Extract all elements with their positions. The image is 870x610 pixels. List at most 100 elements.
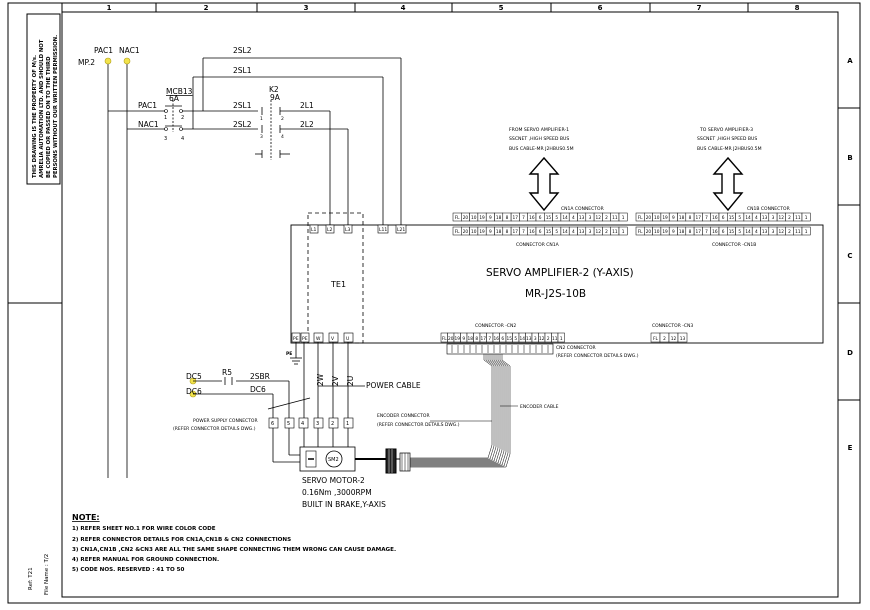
connector-pin-label: 17 xyxy=(696,215,702,221)
connector-pin-label: FL xyxy=(442,336,447,342)
connector-pin-label: 17 xyxy=(696,229,702,235)
svg-text:TO SERVO AMPLIFIER-3: TO SERVO AMPLIFIER-3 xyxy=(699,127,753,133)
connector-pin-label: 8 xyxy=(689,229,692,235)
te-terminal: L3 xyxy=(345,227,351,233)
connector-pin-label: 15 xyxy=(546,229,552,235)
column-labels: 1 2 3 4 5 6 7 8 xyxy=(107,4,800,12)
row-label: C xyxy=(847,252,852,260)
cn1b-to-note: TO SERVO AMPLIFIER-3 SSCNET ,HIGH SPEED … xyxy=(697,127,762,152)
svg-text:SSCNET ,HIGH SPEED BUS: SSCNET ,HIGH SPEED BUS xyxy=(697,136,757,142)
connector-pin-label: 17 xyxy=(513,215,519,221)
r5-label: R5 xyxy=(222,368,232,377)
connector-pin-label: FL xyxy=(455,229,460,235)
connector-pin-label: 15 xyxy=(546,215,552,221)
connector-pin-label: FL xyxy=(653,336,658,342)
psc-title: POWER SUPPLY CONNECTOR xyxy=(193,418,258,424)
contactor-name: K2 xyxy=(269,85,279,94)
connector-pin-label: 5 xyxy=(555,215,558,221)
connector-pin-label: 6 xyxy=(539,215,542,221)
connector-pin-label: 3 xyxy=(534,336,537,342)
sm-label: SM2 xyxy=(328,457,339,463)
connector-pin-label: 2 xyxy=(547,336,550,342)
amplifier-model: MR-J2S-10B xyxy=(525,288,586,300)
connector-pin-label: 9 xyxy=(462,336,465,342)
mcb-pin: 3 xyxy=(164,136,167,142)
svg-text:BUS CABLE-MR J2HBUS0.5M: BUS CABLE-MR J2HBUS0.5M xyxy=(697,146,762,152)
ref-label: Ref: T21 xyxy=(28,567,34,590)
connector-pin-label: 19 xyxy=(479,229,485,235)
connector-pin-label: 3 xyxy=(589,229,592,235)
amp-terminal: U xyxy=(346,336,349,342)
row-label: D xyxy=(847,349,853,357)
cn1a-header: CN1A CONNECTOR xyxy=(561,206,604,212)
connector-pin-label: 2 xyxy=(605,229,608,235)
svg-text:SSCNET ,HIGH SPEED BUS: SSCNET ,HIGH SPEED BUS xyxy=(509,136,569,142)
connector-pin-label: FL xyxy=(638,229,643,235)
connector-pin-label: 14 xyxy=(745,229,751,235)
connector-pin-label: 7 xyxy=(488,336,491,342)
connector-pin-label: 15 xyxy=(507,336,513,342)
connector-pin-label: 6 xyxy=(501,336,504,342)
connector-pin-label: 13 xyxy=(762,215,768,221)
connector-pin-label: 13 xyxy=(762,229,768,235)
connector-pin-label: 14 xyxy=(562,215,568,221)
connector-pin-label: 2 xyxy=(788,215,791,221)
motor-spec: 0.16Nm ,3000RPM xyxy=(302,488,372,497)
psc-terminal: 5 xyxy=(287,421,290,427)
connector-pin-label: 13 xyxy=(579,215,585,221)
row-label: A xyxy=(847,57,853,65)
connector-pin-label: 14 xyxy=(562,229,568,235)
connector-pin-label: 16 xyxy=(712,229,718,235)
connector-pin-label: 2 xyxy=(605,215,608,221)
connector-pin-label: 7 xyxy=(705,215,708,221)
connector-pin-label: 12 xyxy=(539,336,545,342)
connector-pin-label: 11 xyxy=(612,229,618,235)
connector-pin-label: 19 xyxy=(662,215,668,221)
connector-pin-label: 4 xyxy=(572,215,575,221)
connector-pin-label: 4 xyxy=(755,229,758,235)
connector-pin-label: 8 xyxy=(689,215,692,221)
encoder-connector-plug xyxy=(355,448,411,474)
wire-2l2: 2L2 xyxy=(300,120,314,129)
connector-pin-label: 20 xyxy=(463,229,469,235)
connector-pin-label: 15 xyxy=(729,229,735,235)
connector-pin-label: 3 xyxy=(772,215,775,221)
connector-pin-label: 8 xyxy=(506,215,509,221)
encoder-connector-label: ENCODER CONNECTOR xyxy=(377,413,430,419)
svg-text:FROM SERVO AMPLIFIER-1: FROM SERVO AMPLIFIER-1 xyxy=(509,127,569,133)
te1-label: TE1 xyxy=(330,280,346,289)
cn1b-header: CN1B CONNECTOR xyxy=(747,206,790,212)
connector-pin-label: 20 xyxy=(463,215,469,221)
connector-pin-label: 19 xyxy=(662,229,668,235)
connector-pin-label: 1 xyxy=(622,229,625,235)
notice-line: PERSONS WITHOUT OUR WRITTEN PERMISSION. xyxy=(53,35,59,178)
col-label: 6 xyxy=(598,4,603,12)
connector-pin-label: 5 xyxy=(514,336,517,342)
wire-2sbr: 2SBR xyxy=(250,372,270,381)
mp-label: MP.2 xyxy=(78,58,95,67)
col-label: 3 xyxy=(304,4,309,12)
motor-wiring xyxy=(193,342,365,463)
connector-pin-label: 16 xyxy=(712,215,718,221)
connector-pin-label: 10 xyxy=(471,229,477,235)
ground-symbol xyxy=(290,342,302,365)
connector-pin-label: 4 xyxy=(572,229,575,235)
nac1-label: NAC1 xyxy=(119,46,140,55)
connector-pin-label: FL xyxy=(455,215,460,221)
connector-pin-label: 12 xyxy=(671,336,677,342)
mcb-name: MCB13 xyxy=(166,87,193,96)
dc5-label: DC5 xyxy=(186,372,202,381)
connector-pin-label: 1 xyxy=(805,229,808,235)
connector-pin-label: 10 xyxy=(654,229,660,235)
wire-2sl2-mid: 2SL2 xyxy=(233,120,252,129)
col-label: 5 xyxy=(499,4,504,12)
col-label: 4 xyxy=(401,4,406,12)
ownership-notice: THIS DRAWING IS THE PROPERTY OF M/s. AMR… xyxy=(32,35,59,178)
connector-pin-label: 3 xyxy=(589,215,592,221)
svg-text:Ref: T21: Ref: T21 xyxy=(28,567,34,590)
row-label: B xyxy=(847,154,852,162)
cn1a-label: CONNECTOR CN1A xyxy=(516,242,560,248)
te-terminal: L1 xyxy=(311,227,317,233)
connector-pin-label: 18 xyxy=(468,336,474,342)
connector-pin-label: 8 xyxy=(506,229,509,235)
